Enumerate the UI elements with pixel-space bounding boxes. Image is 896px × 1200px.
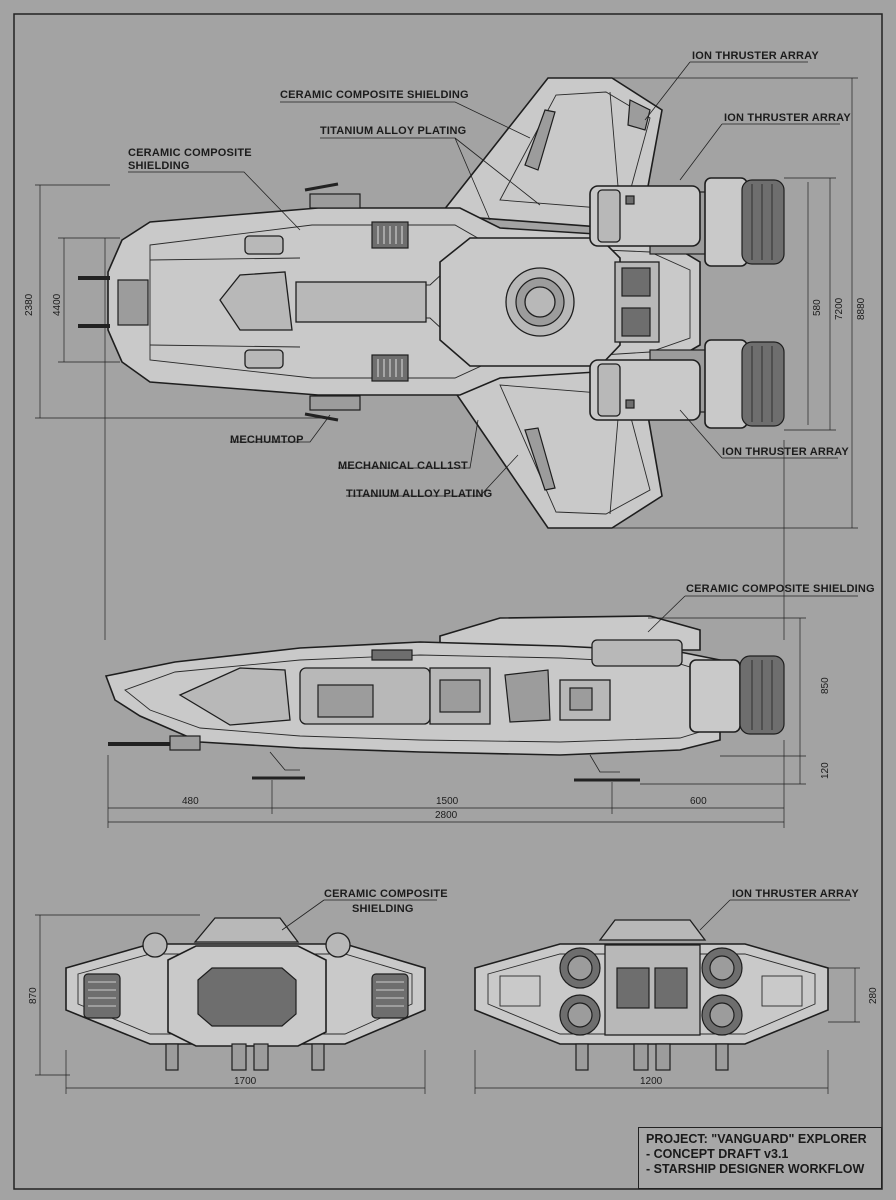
label-mechumtop: MECHUMTOP: [230, 434, 304, 446]
dim-side-seg-2: 1500: [436, 796, 459, 807]
dim-top-right-2: 7200: [834, 297, 845, 320]
dim-front-height: 870: [28, 987, 39, 1004]
title-block: PROJECT: "VANGUARD" EXPLORER - CONCEPT D…: [638, 1127, 882, 1189]
sheet-border: [13, 13, 883, 1190]
front-view: [35, 899, 437, 1094]
label-ceramic-shielding-top: CERAMIC COMPOSITE SHIELDING: [280, 89, 469, 101]
label-ion-thruster-rear: ION THRUSTER ARRAY: [732, 888, 859, 900]
rear-view: [474, 899, 860, 1094]
label-mechanical: MECHANICAL CALL1ST: [338, 460, 468, 472]
dim-side-total: 2800: [435, 810, 458, 821]
side-view: [104, 595, 858, 828]
dim-side-seg-1: 480: [182, 796, 199, 807]
top-view: [35, 61, 858, 640]
dim-front-width: 1700: [234, 1076, 257, 1087]
label-ceramic-shielding-left-2: SHIELDING: [128, 160, 190, 172]
dim-side-height: 850: [820, 677, 831, 694]
label-ion-thruster-top-2: ION THRUSTER ARRAY: [724, 112, 851, 124]
dim-rear-width: 1200: [640, 1076, 663, 1087]
dim-side-gear: 120: [820, 762, 831, 779]
rear-view-thrusters: [559, 947, 743, 1036]
label-ceramic-shielding-front-1: CERAMIC COMPOSITE: [324, 888, 448, 900]
dim-rear-height: 280: [868, 987, 879, 1004]
label-ion-thruster-top-3: ION THRUSTER ARRAY: [722, 446, 849, 458]
title-block-draft: - CONCEPT DRAFT v3.1: [646, 1147, 789, 1161]
front-view-cockpit: [197, 967, 297, 1027]
dim-top-left-outer: 2380: [24, 293, 35, 316]
title-block-project: PROJECT: "VANGUARD" EXPLORER: [646, 1132, 867, 1146]
label-ceramic-shielding-side: CERAMIC COMPOSITE SHIELDING: [686, 583, 875, 595]
label-ceramic-shielding-left-1: CERAMIC COMPOSITE: [128, 147, 252, 159]
label-titanium-plating-upper: TITANIUM ALLOY PLATING: [320, 125, 466, 137]
title-block-workflow: - STARSHIP DESIGNER WORKFLOW: [646, 1162, 865, 1176]
dim-side-seg-3: 600: [690, 796, 707, 807]
dim-top-right-3: 8880: [856, 297, 867, 320]
dim-top-right-1: 580: [812, 299, 823, 316]
label-titanium-plating-lower: TITANIUM ALLOY PLATING: [346, 488, 492, 500]
label-ceramic-shielding-front-2: SHIELDING: [352, 903, 414, 915]
label-ion-thruster-top-1: ION THRUSTER ARRAY: [692, 50, 819, 62]
dim-top-left-inner: 4400: [52, 293, 63, 316]
